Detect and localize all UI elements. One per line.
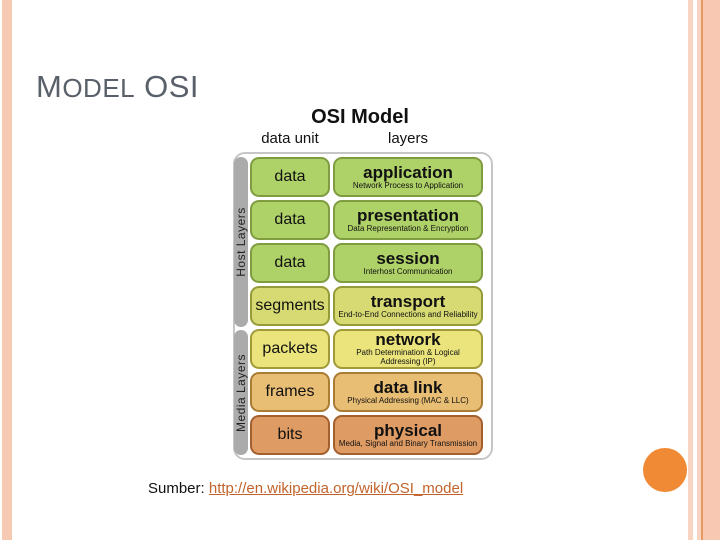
source-link[interactable]: http://en.wikipedia.org/wiki/OSI_model: [208, 480, 464, 497]
layer-name: session: [376, 248, 440, 268]
data-unit-cell: packets: [250, 329, 330, 369]
layer-name: physical: [373, 420, 443, 440]
data-unit-cell: data: [250, 243, 330, 283]
slide-title: MODEL OSI: [36, 71, 199, 108]
right-stripe-2: [697, 0, 701, 540]
data-unit-cell: segments: [250, 286, 330, 326]
slide-title-smallcaps: ODEL: [62, 73, 136, 103]
layer-name: network: [375, 330, 441, 350]
host-layers-bar: Host Layers: [234, 157, 248, 327]
media-layers-bar: Media Layers: [234, 330, 248, 455]
layer-description: Data Representation & Encryption: [347, 223, 469, 233]
right-stripe-3: [701, 0, 703, 540]
data-unit-cell: frames: [250, 372, 330, 412]
right-stripe-1: [688, 0, 693, 540]
slide-title-word2: OSI: [144, 69, 200, 104]
diagram-column-headers: data unit layers: [250, 130, 498, 150]
right-stripe-4: [703, 0, 720, 540]
source-line: Sumber: http://en.wikipedia.org/wiki/OSI…: [148, 480, 463, 497]
left-stripe: [2, 0, 12, 540]
column-header-layers: layers: [387, 130, 428, 147]
diagram-title: OSI Model: [311, 106, 409, 128]
layer-description: End-to-End Connections and Reliability: [338, 309, 478, 319]
data-unit-cell: data: [250, 157, 330, 197]
column-header-data-unit: data unit: [261, 130, 319, 147]
layer-description: Physical Addressing (MAC & LLC): [347, 395, 469, 405]
layer-name: presentation: [356, 205, 460, 225]
layer-description: Interhost Communication: [363, 266, 453, 276]
layer-description: Media, Signal and Binary Transmission: [338, 438, 478, 448]
host-layers-label: Host Layers: [234, 207, 248, 277]
layer-name: data link: [373, 377, 443, 397]
slide-title-initial: M: [36, 69, 63, 104]
layer-description: Network Process to Application: [352, 180, 464, 190]
data-unit-cell: data: [250, 200, 330, 240]
media-layers-label: Media Layers: [234, 353, 249, 432]
osi-diagram: OSI Model data unit layers Host Layers M…: [222, 98, 498, 460]
data-unit-cell: bits: [250, 415, 330, 455]
layer-name: transport: [370, 291, 446, 311]
layer-name: application: [363, 162, 453, 182]
source-label: Sumber:: [148, 480, 205, 497]
decorative-circle: [643, 448, 687, 492]
layer-description: Path Determination & Logical Addressing …: [356, 348, 460, 366]
